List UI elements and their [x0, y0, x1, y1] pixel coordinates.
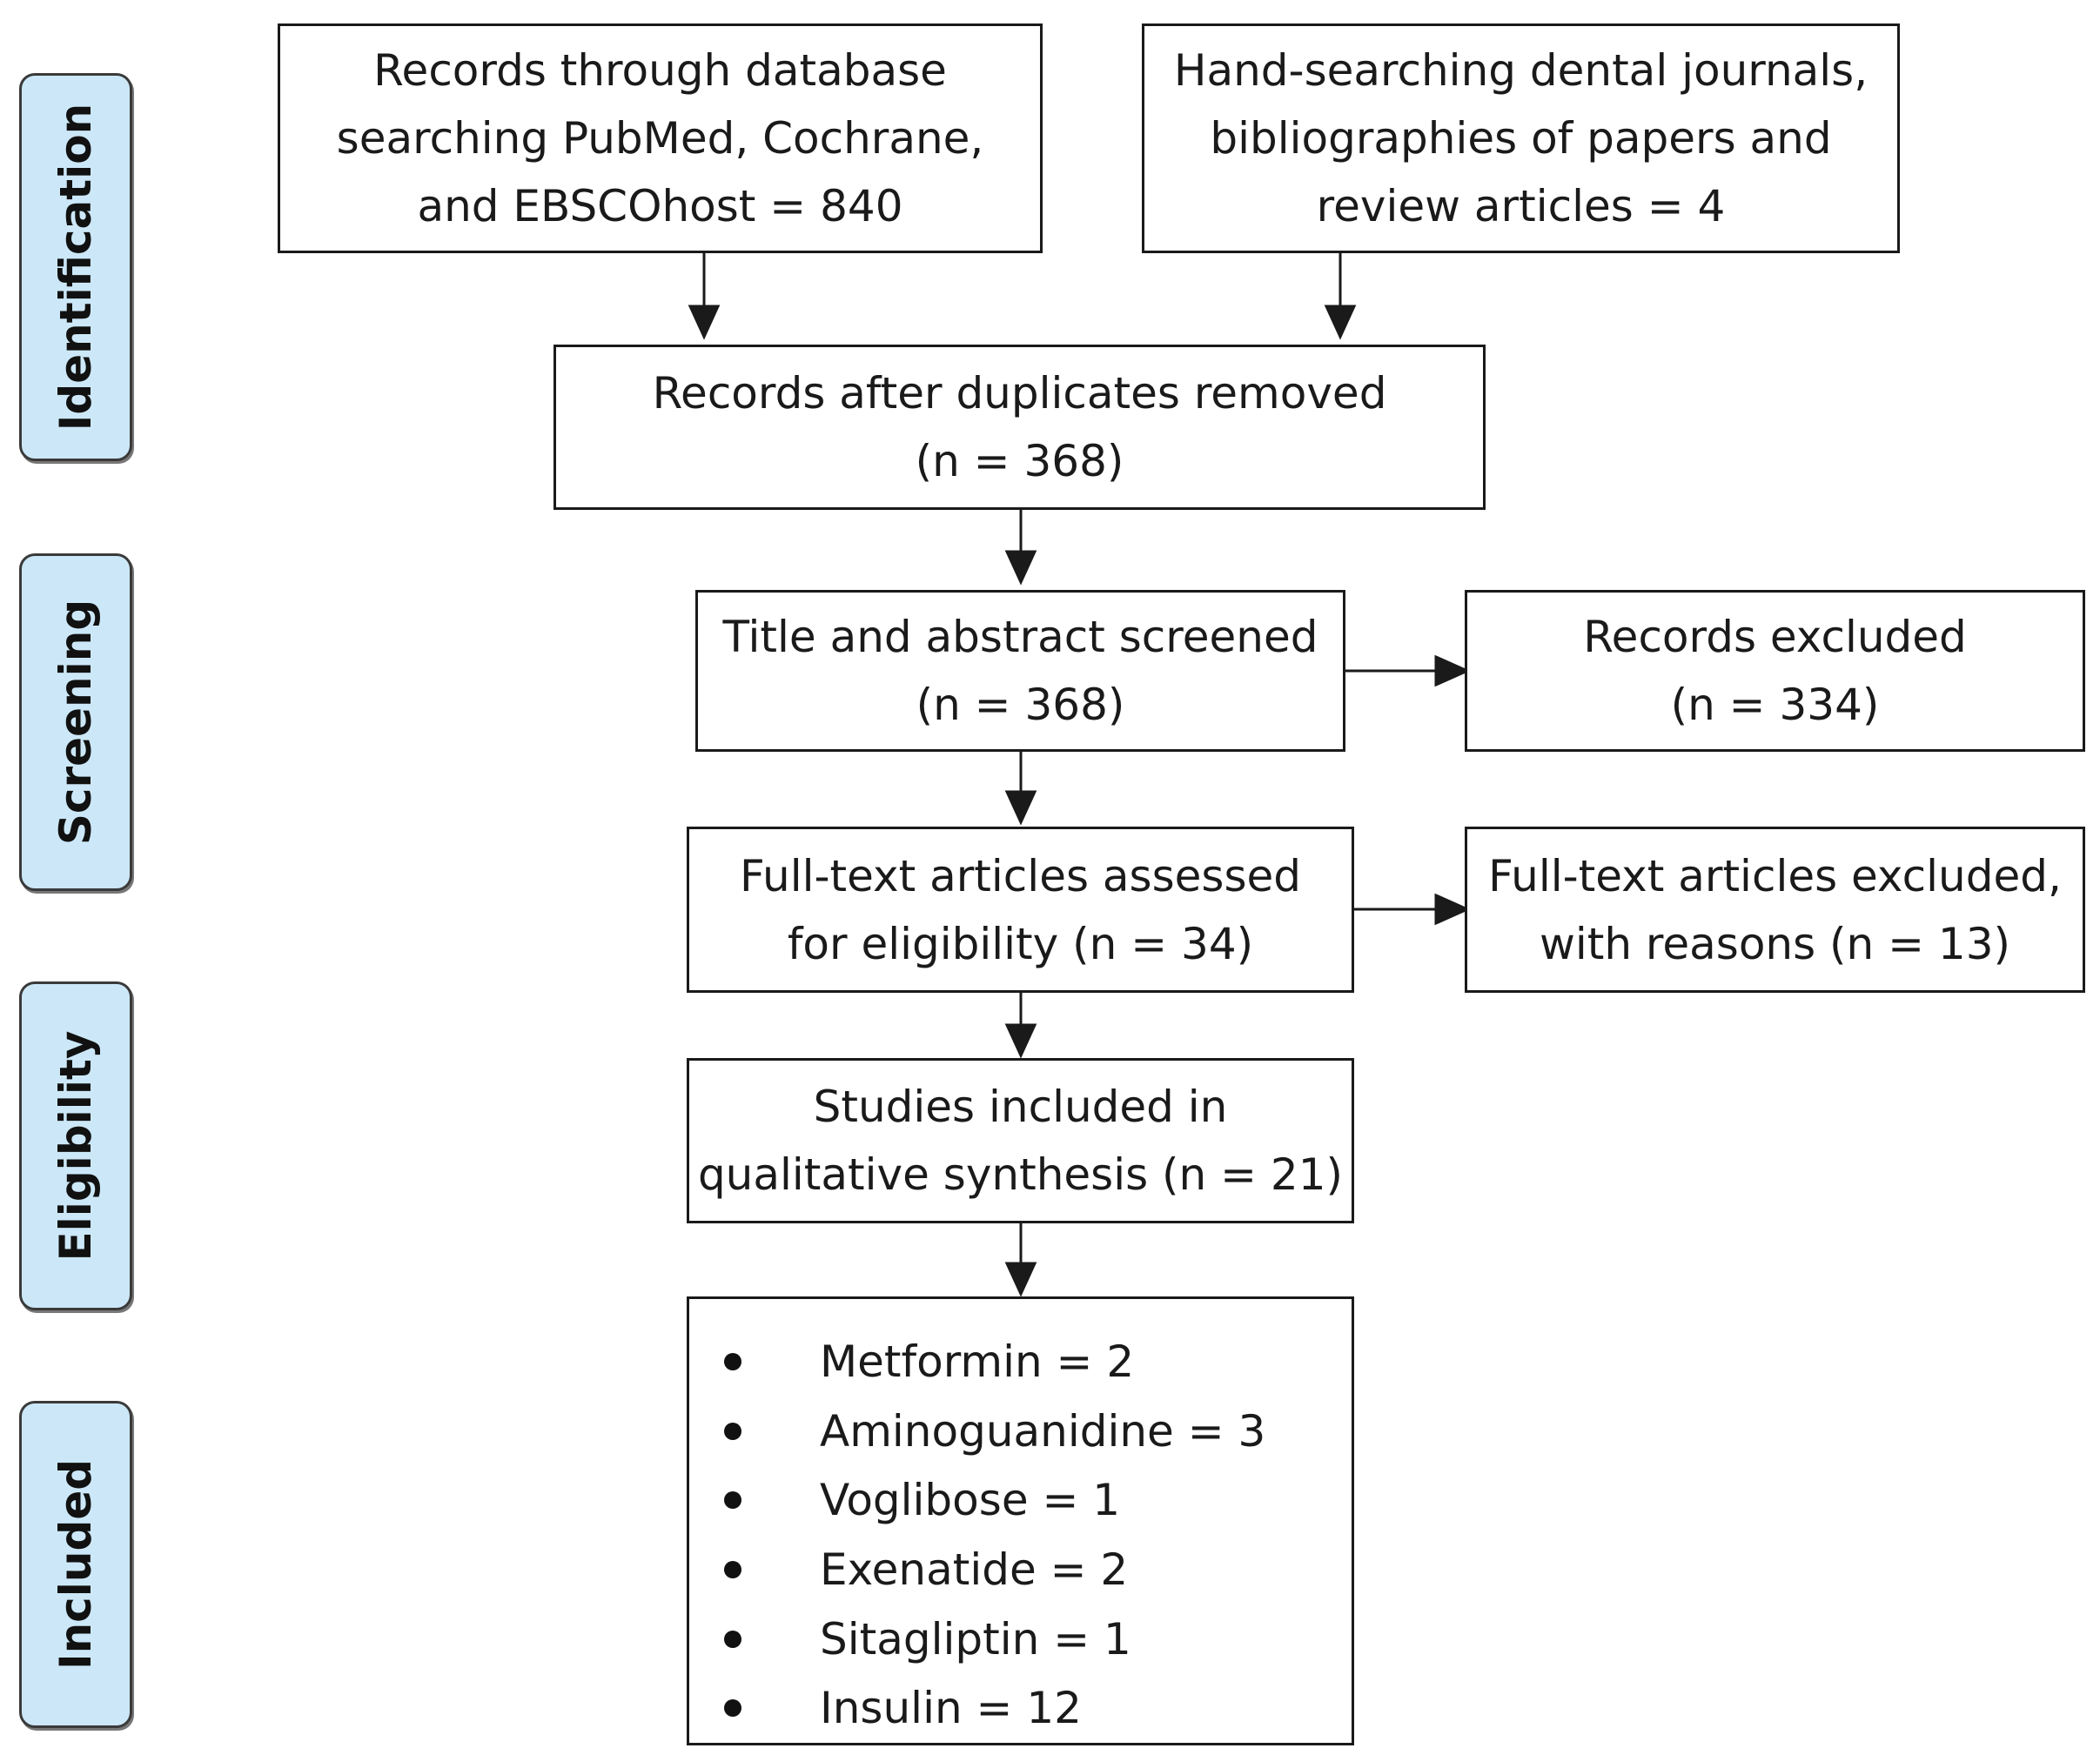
box-line: Full-text articles assessed	[740, 850, 1301, 901]
included-drug-label: Insulin = 12	[820, 1683, 1082, 1734]
box-title-abstract-screened: Title and abstract screened (n = 368)	[695, 590, 1345, 752]
bullet-icon	[724, 1491, 741, 1510]
box-line: Records after duplicates removed	[652, 368, 1387, 419]
arrowhead-screened-to-fulltext	[1004, 790, 1037, 826]
bullet-icon	[724, 1352, 741, 1370]
box-line: Full-text articles excluded,	[1488, 850, 2062, 901]
box-included-studies: Metformin = 2 Aminoguanidine = 3 Voglibo…	[687, 1296, 1354, 1745]
bullet-icon	[724, 1422, 741, 1440]
list-item: Sitagliptin = 1	[689, 1604, 1131, 1674]
box-line: Hand-searching dental journals,	[1173, 45, 1869, 96]
box-line: qualitative synthesis (n = 21)	[697, 1149, 1344, 1200]
box-line: and EBSCOhost = 840	[417, 181, 903, 231]
box-line: searching PubMed, Cochrane,	[336, 113, 984, 164]
list-item: Metformin = 2	[689, 1327, 1134, 1397]
stage-label-identification: Identification	[19, 73, 132, 461]
box-full-text-excluded: Full-text articles excluded, with reason…	[1465, 827, 2085, 993]
box-database-search: Records through database searching PubMe…	[278, 23, 1043, 253]
box-line: review articles = 4	[1316, 181, 1726, 231]
box-line: (n = 368)	[916, 680, 1125, 730]
list-item: Voglibose = 1	[689, 1465, 1120, 1535]
bullet-icon	[724, 1630, 741, 1648]
included-drug-label: Exenatide = 2	[820, 1544, 1129, 1595]
arrowhead-database-to-duplicates	[688, 305, 721, 340]
stage-label-eligibility: Eligibility	[19, 981, 132, 1310]
included-drug-label: Metformin = 2	[820, 1336, 1135, 1387]
box-line: Records excluded	[1583, 612, 1967, 662]
arrowhead-duplicates-to-screened	[1004, 550, 1037, 586]
box-duplicates-removed: Records after duplicates removed (n = 36…	[554, 345, 1486, 510]
box-records-excluded: Records excluded (n = 334)	[1465, 590, 2085, 752]
box-line: Records through database	[373, 45, 947, 96]
bullet-icon	[724, 1560, 741, 1578]
stage-label-included: Included	[19, 1401, 132, 1728]
box-full-text-assessed: Full-text articles assessed for eligibil…	[687, 827, 1354, 993]
box-line: with reasons (n = 13)	[1539, 918, 2011, 969]
arrowhead-qualitative-to-included	[1004, 1262, 1037, 1297]
arrowhead-fulltext-to-qualitative	[1004, 1023, 1037, 1059]
included-drug-label: Voglibose = 1	[820, 1475, 1121, 1526]
list-item: Exenatide = 2	[689, 1535, 1128, 1604]
arrowhead-screened-to-excluded	[1434, 654, 1471, 687]
box-hand-search: Hand-searching dental journals, bibliogr…	[1142, 23, 1900, 253]
stage-label-screening: Screening	[19, 553, 132, 891]
bullet-icon	[724, 1699, 741, 1718]
included-drug-label: Sitagliptin = 1	[820, 1613, 1131, 1665]
box-line: Title and abstract screened	[722, 612, 1318, 662]
box-line: bibliographies of papers and	[1210, 113, 1832, 164]
box-line: Studies included in	[813, 1082, 1228, 1132]
included-drug-label: Aminoguanidine = 3	[820, 1405, 1266, 1457]
list-item: Insulin = 12	[689, 1673, 1082, 1743]
box-line: (n = 368)	[915, 436, 1124, 486]
box-line: (n = 334)	[1670, 680, 1880, 730]
box-qualitative-synthesis: Studies included in qualitative synthesi…	[687, 1058, 1354, 1223]
box-line: for eligibility (n = 34)	[787, 918, 1254, 969]
arrowhead-fulltext-to-excluded	[1434, 893, 1471, 926]
list-item: Aminoguanidine = 3	[689, 1397, 1265, 1466]
arrowhead-handsearch-to-duplicates	[1324, 305, 1357, 340]
